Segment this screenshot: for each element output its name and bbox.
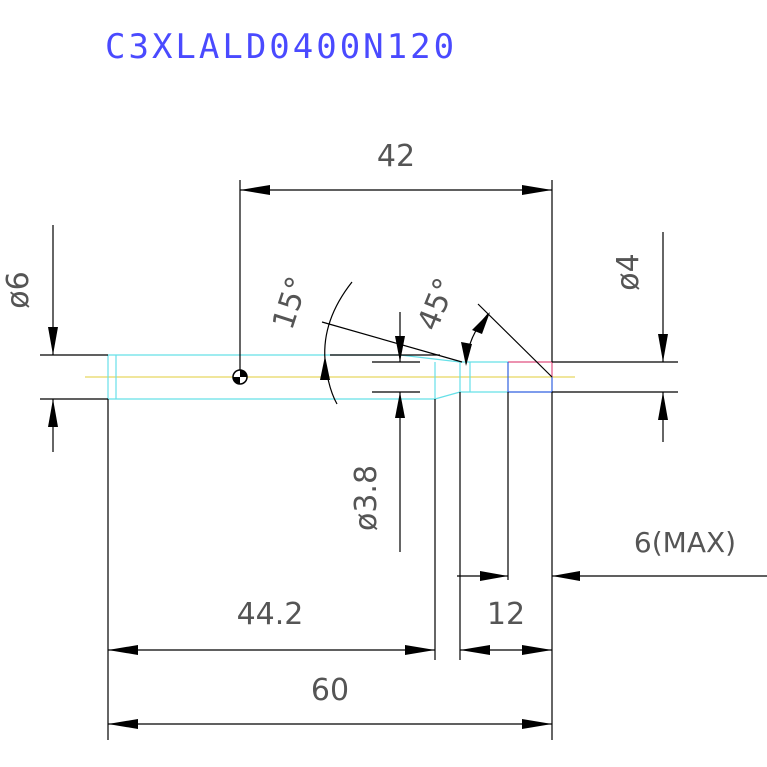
dim-gauge-length: 42 bbox=[239, 139, 553, 370]
dim-label-d4: ø4 bbox=[611, 253, 646, 290]
dim-label-d6: ø6 bbox=[1, 271, 36, 308]
dim-label-45deg: 45° bbox=[411, 273, 463, 335]
dim-max-depth: 6(MAX) bbox=[457, 392, 767, 740]
gauge-point-icon bbox=[232, 369, 248, 385]
dim-label-d3-8: ø3.8 bbox=[349, 465, 384, 531]
part-number-title: C3XLALD0400N120 bbox=[105, 27, 457, 67]
tool-outline bbox=[107, 354, 553, 400]
dim-neck-diameter: ø3.8 bbox=[349, 312, 420, 552]
dim-tip-diameter: ø4 bbox=[552, 232, 678, 442]
dim-label-12: 12 bbox=[487, 597, 525, 632]
dim-shank-diameter: ø6 bbox=[1, 225, 108, 452]
dim-label-6max: 6(MAX) bbox=[634, 526, 736, 559]
dim-shank-length: 44.2 bbox=[107, 399, 436, 740]
dim-label-44-2: 44.2 bbox=[237, 597, 304, 632]
dim-label-60: 60 bbox=[311, 673, 349, 708]
dim-tip-length: 12 bbox=[459, 392, 552, 660]
dim-label-42: 42 bbox=[377, 139, 415, 174]
dim-overall-length: 60 bbox=[108, 673, 552, 729]
dim-label-15deg: 15° bbox=[266, 272, 316, 333]
